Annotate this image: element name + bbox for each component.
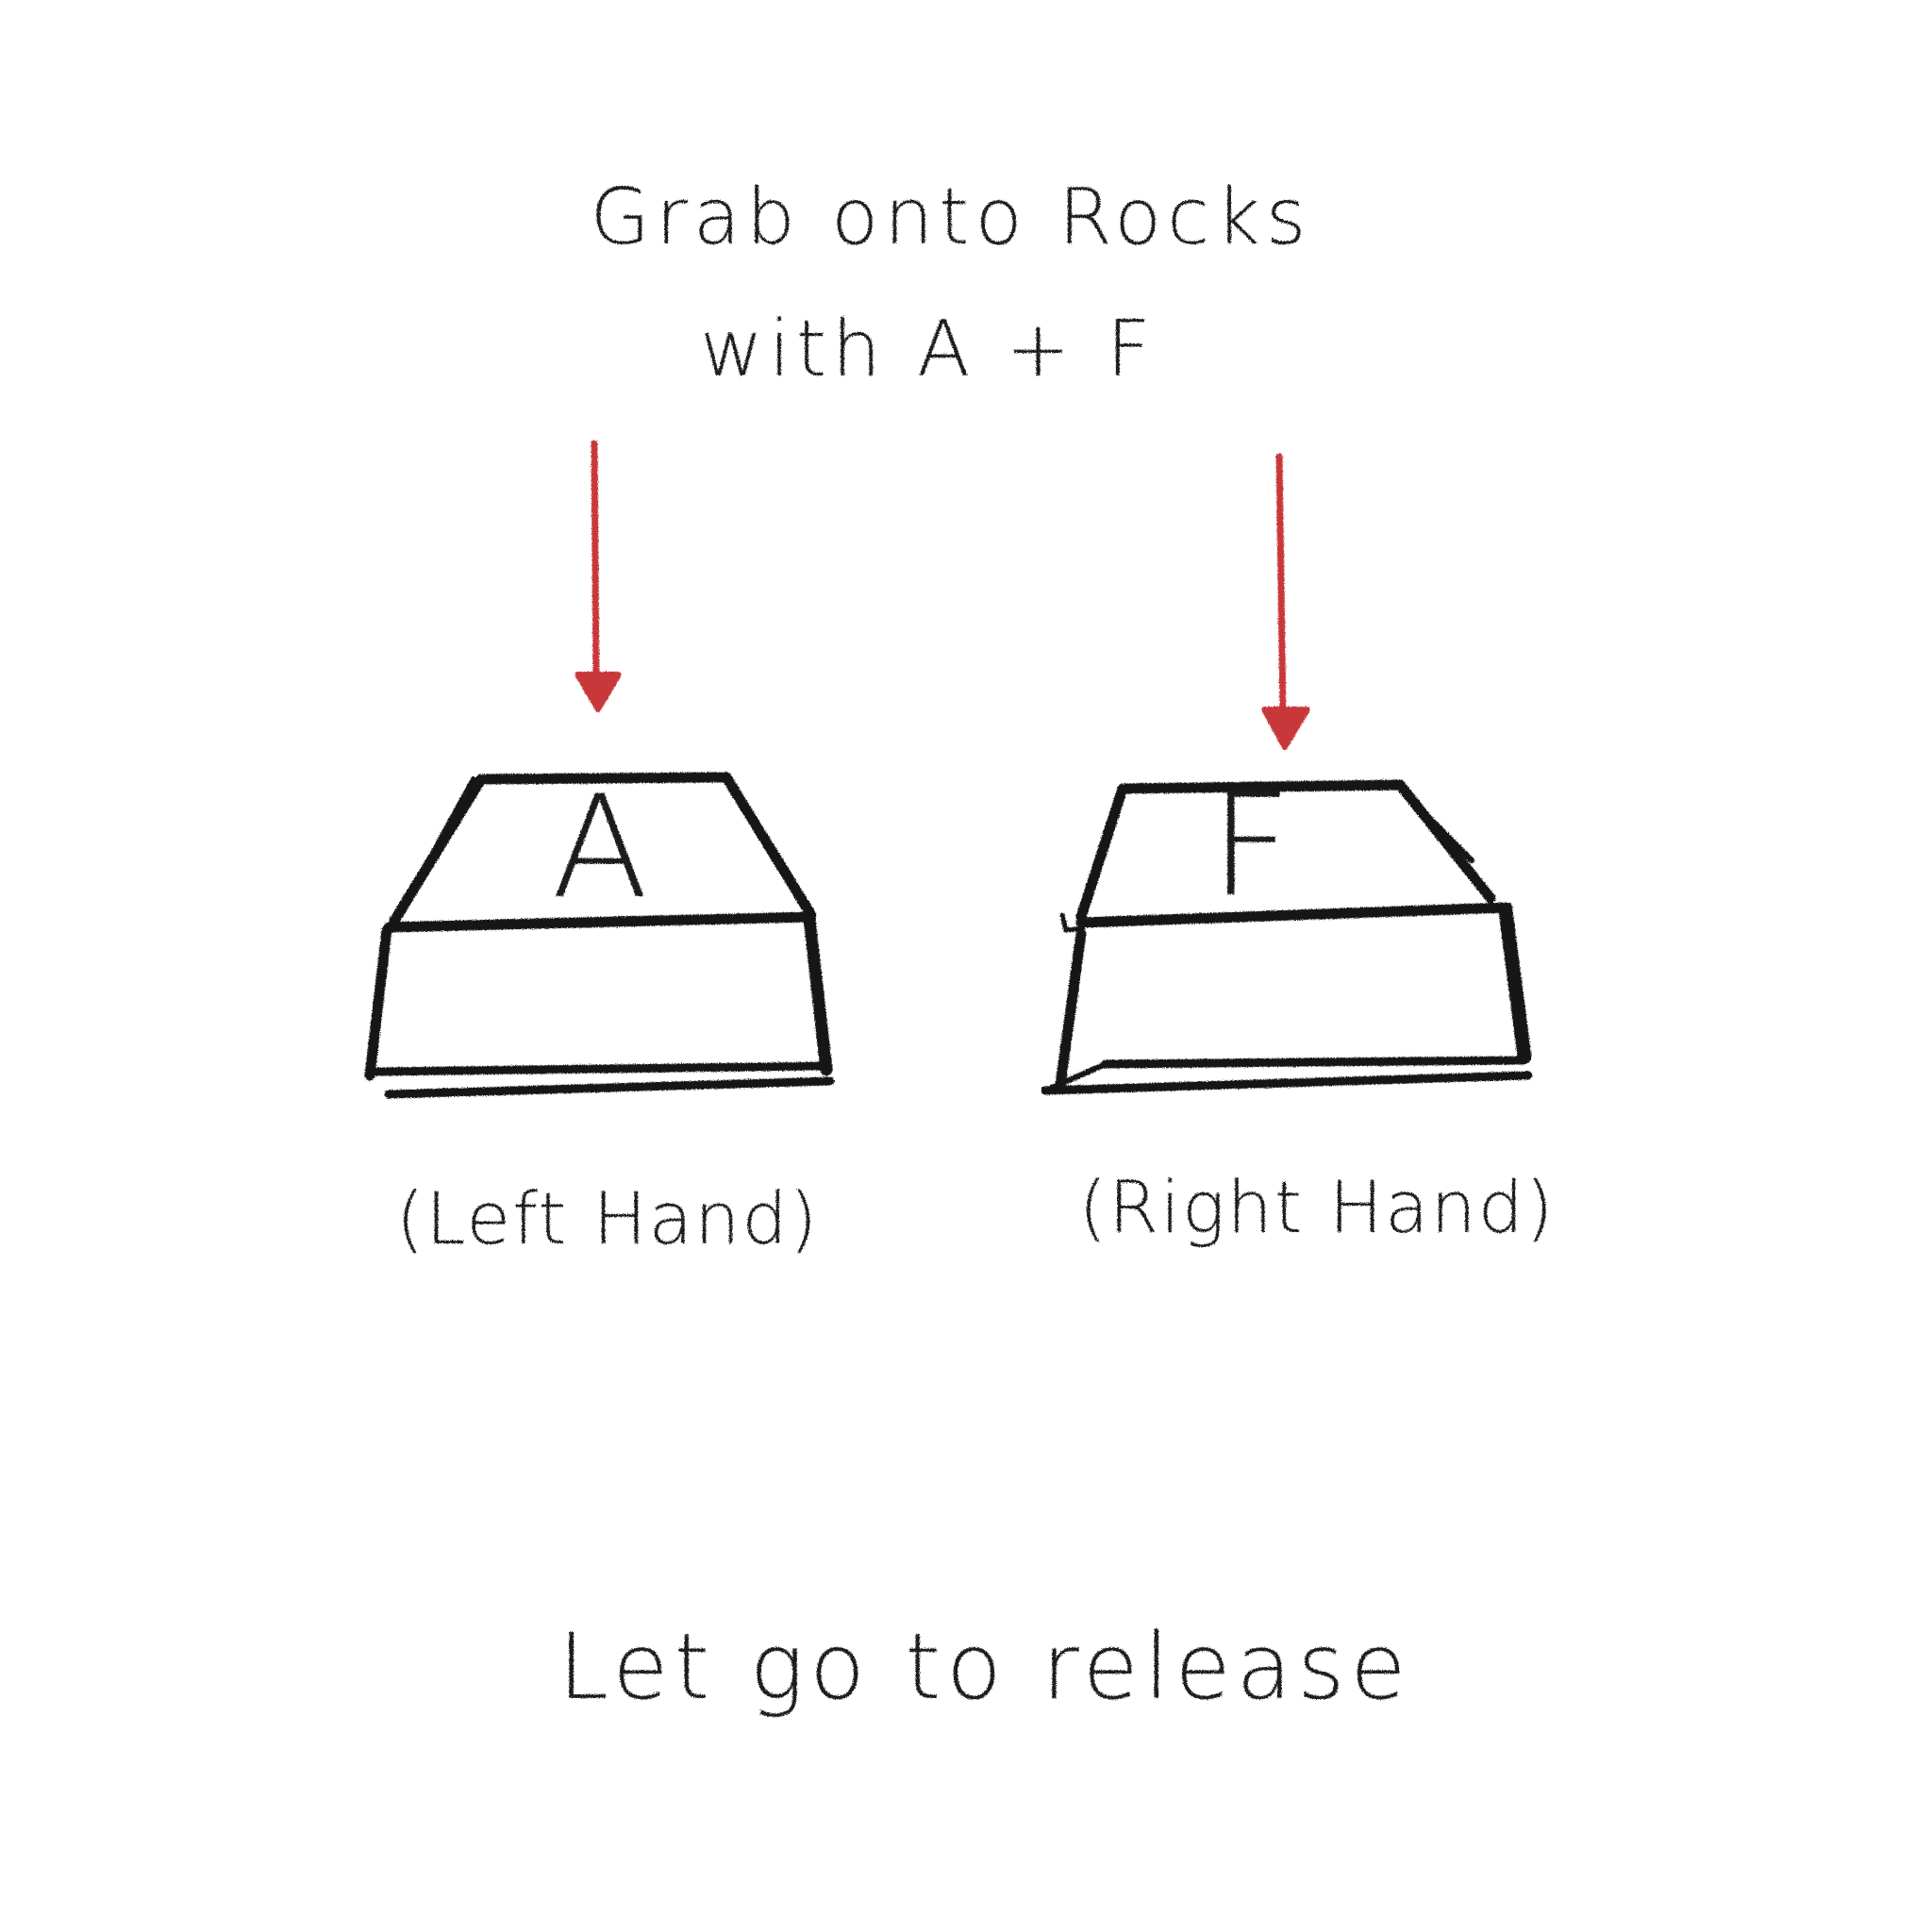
- keycap-a: [364, 772, 835, 1099]
- instruction-title-line-2: with A + F: [700, 305, 1157, 394]
- arrow-down-icon-right: [1261, 453, 1310, 750]
- left-hand-label: (Left Hand): [396, 1176, 820, 1260]
- release-instruction: Let go to release: [558, 1614, 1412, 1720]
- instruction-title-line-1: Grab onto Rocks: [591, 173, 1312, 262]
- keycap-a-letter: A: [552, 766, 649, 930]
- keycap-f: [1041, 779, 1533, 1095]
- right-hand-label: (Right Hand): [1078, 1165, 1555, 1249]
- arrow-down-icon-left: [575, 440, 622, 712]
- keycap-f-letter: F: [1210, 764, 1291, 928]
